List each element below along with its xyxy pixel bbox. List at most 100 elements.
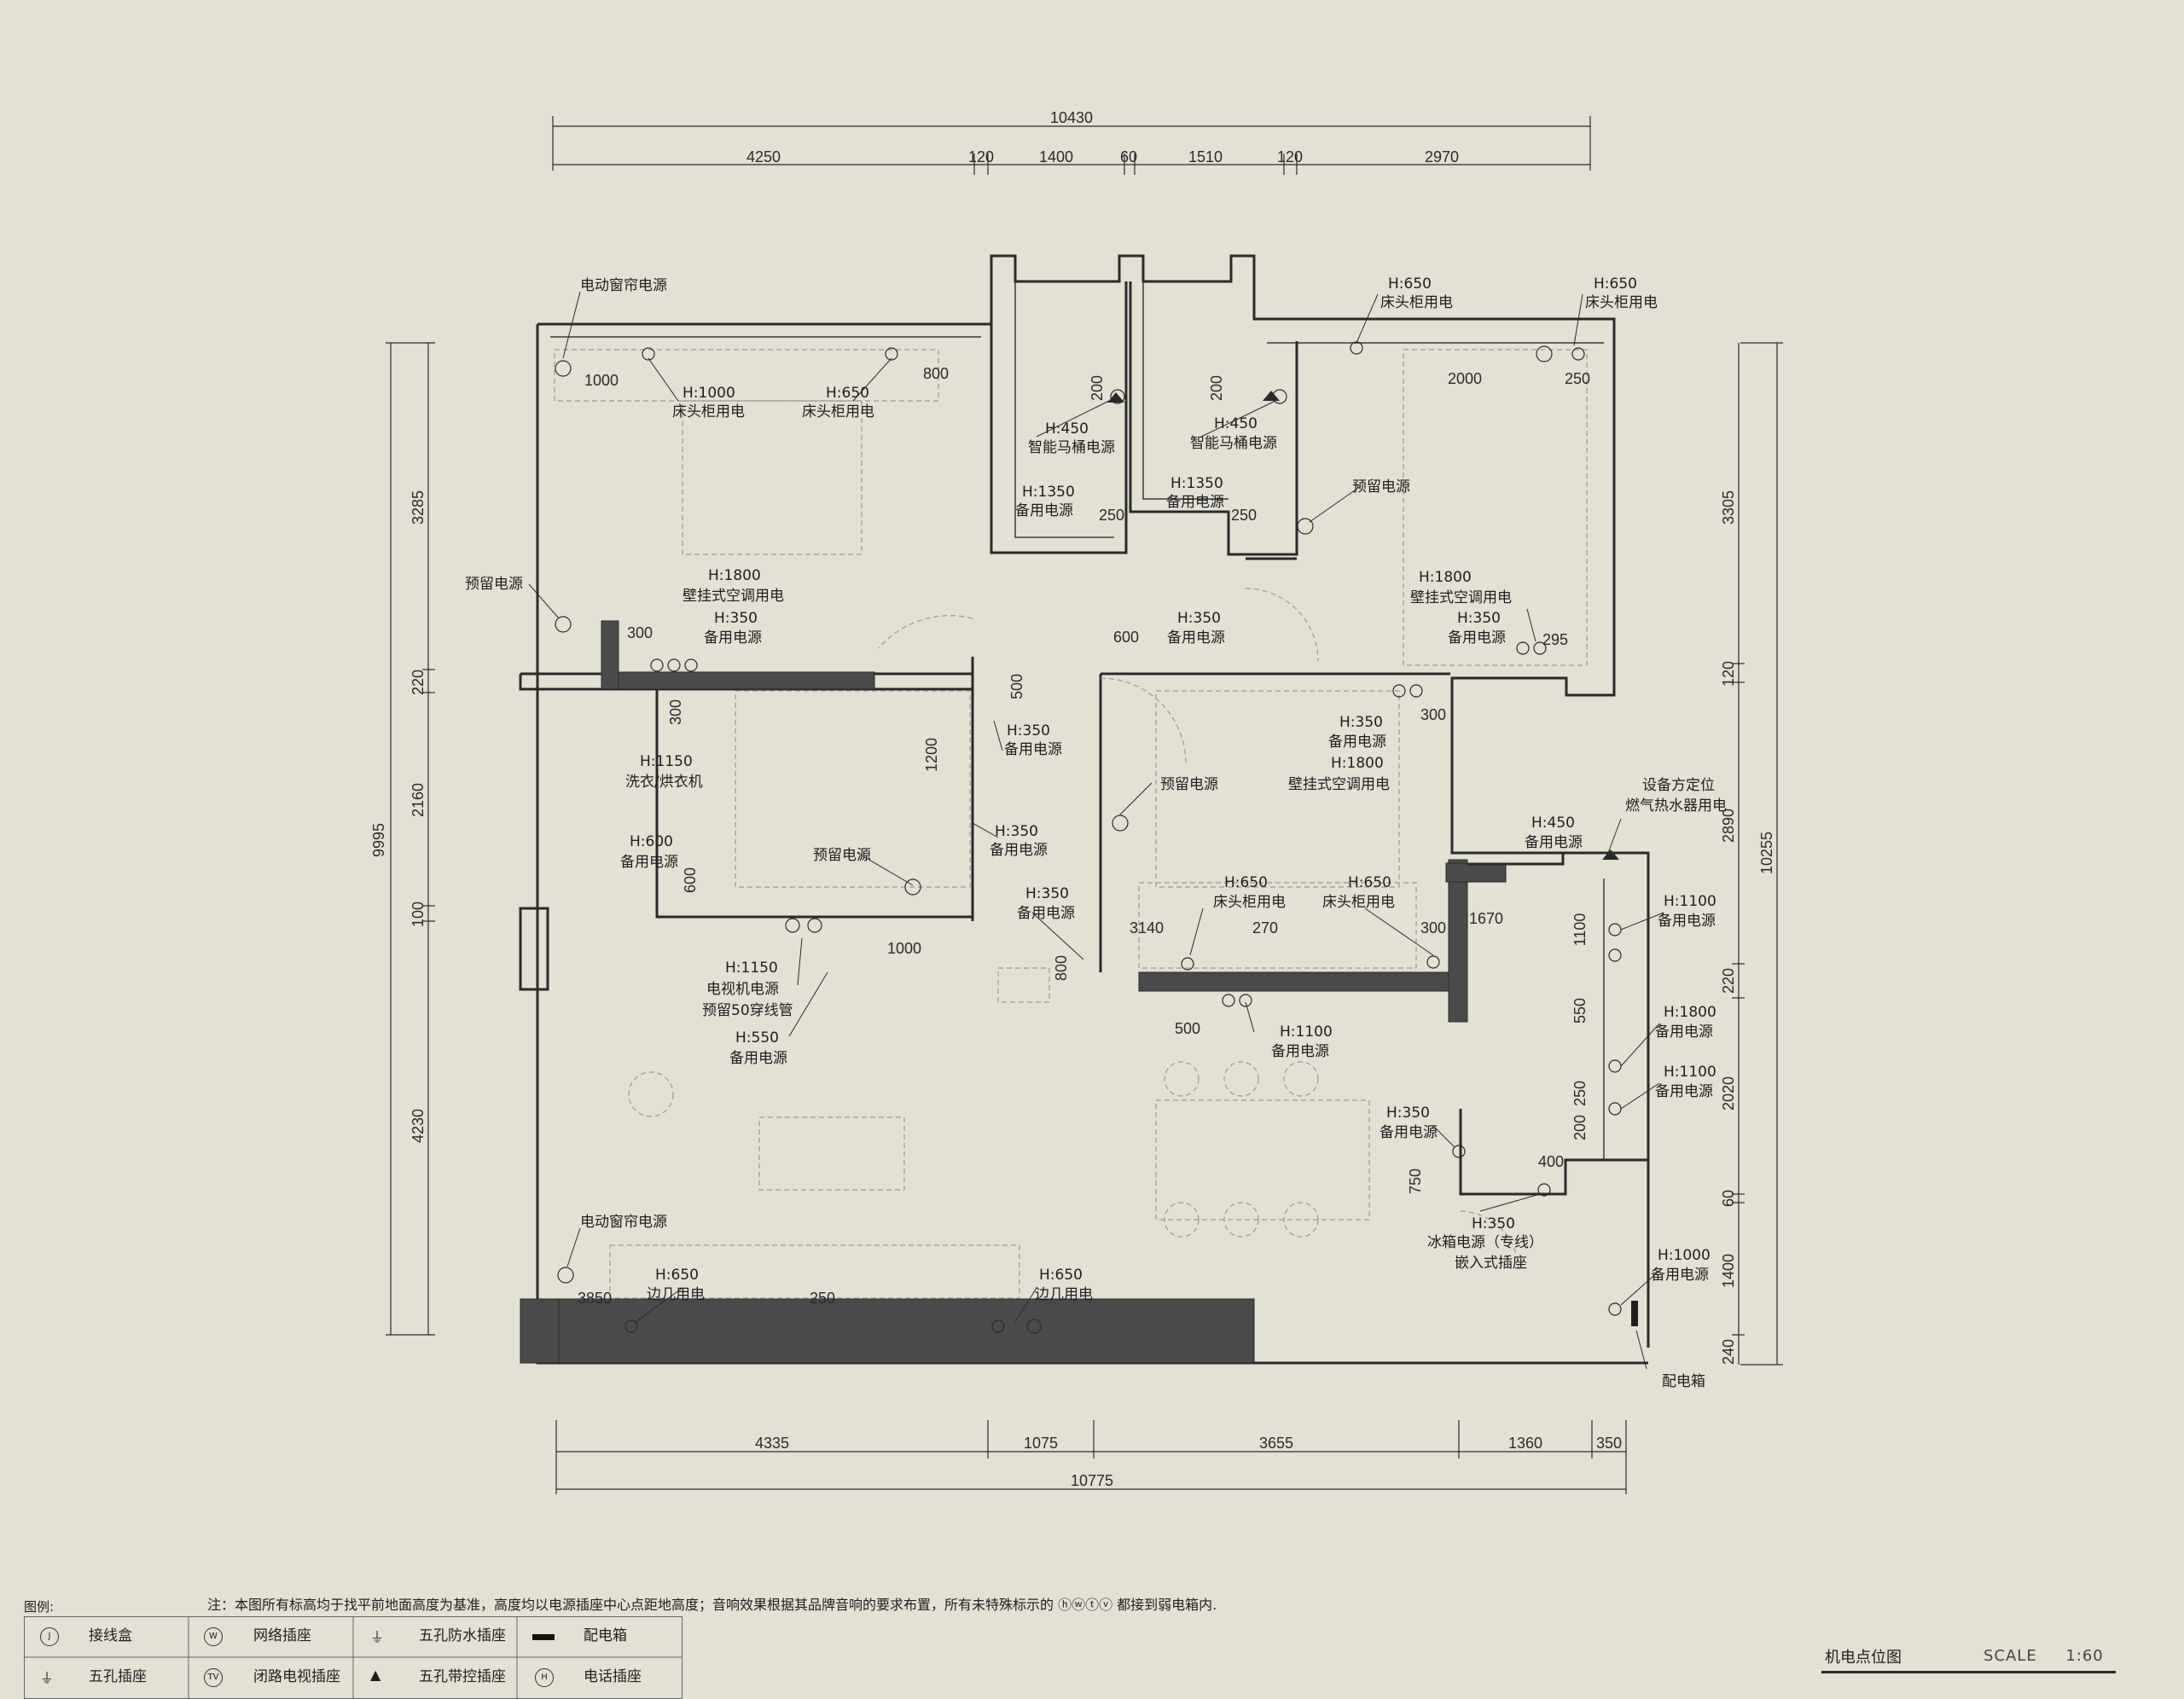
ann-h1100-c: H:1100 [1664,1064,1716,1081]
ann-h350-a: H:350 [714,610,758,627]
ann-h350-g: H:350 [1025,885,1069,902]
idim-29: 3850 [578,1290,612,1307]
top-dimensions: 10430 4250 120 1400 60 1510 120 2970 [552,109,1591,175]
legend-label-2: 五孔防水插座 [419,1627,506,1644]
idim-6: 250 [1099,507,1124,524]
ann-ac-c: 壁挂式空调用电 [1288,776,1390,793]
idim-0: 1000 [584,372,619,389]
ann-h350-b: H:350 [1177,610,1221,627]
dim-top-4: 1510 [1188,148,1223,165]
ann-h1000: H:1000 [682,385,735,402]
ann-ac-a: 壁挂式空调用电 [682,588,784,605]
idim-16: 800 [1053,955,1070,981]
dim-right-1: 120 [1720,661,1737,687]
five-hole-socket-icon: ⏚ [40,1670,55,1686]
idim-27: 400 [1538,1153,1564,1170]
ann-spare-p: 备用电源 [1655,1083,1713,1100]
annotations: 电动窗帘电源 H:1000 床头柜用电 H:650 床头柜用电 H:450 智能… [465,275,1727,1390]
idim-8: 300 [627,624,653,641]
ann-ac-b: 壁挂式空调用电 [1410,589,1512,606]
switched-socket-icon: ▲ [370,1667,381,1683]
ann-h650-e: H:650 [1348,874,1391,891]
ann-bedside-3: 床头柜用电 [1380,294,1453,311]
dim-bottom-0: 4335 [755,1435,789,1452]
legend-label-7: 电话插座 [584,1668,642,1685]
distribution-box-icon [532,1634,555,1640]
ann-curtain-top: 电动窗帘电源 [580,277,667,294]
legend-grid [25,1617,682,1698]
idim-30: 250 [810,1290,835,1307]
idim-20: 1670 [1469,910,1503,927]
dim-right-7: 240 [1720,1339,1737,1365]
bottom-dimensions: 4335 1075 3655 1360 350 10775 [555,1420,1627,1494]
ann-tv: 电视机电源 [706,981,779,998]
ann-spare-m: 备用电源 [729,1050,787,1067]
ann-h450-b: H:450 [1214,415,1258,432]
ann-toilet-b: 智能马桶电源 [1190,435,1277,452]
ann-h350-i: H:350 [1472,1215,1515,1232]
walls [519,254,1650,1365]
ann-h1800-d: H:1800 [1664,1004,1716,1021]
ann-side-a: 边几用电 [647,1286,705,1303]
furniture [554,349,1588,1299]
ann-conduit: 预留50穿线管 [702,1002,793,1019]
idim-10: 600 [1113,629,1139,646]
ann-spare-a: 备用电源 [1015,502,1073,519]
idim-2: 2000 [1448,370,1482,387]
ann-h350-d: H:350 [1007,722,1050,739]
ann-h450-a: H:450 [1045,420,1089,438]
ann-h600: H:600 [630,833,673,850]
ann-h650-d: H:650 [1224,874,1268,891]
dim-bottom-1: 1075 [1024,1435,1058,1452]
ann-h450-c: H:450 [1531,815,1575,832]
idim-15: 300 [1420,706,1446,723]
idim-19: 300 [1420,919,1446,936]
ann-curtain-bottom: 电动窗帘电源 [580,1214,667,1231]
dim-top-6: 2970 [1425,148,1459,165]
dim-right-0: 3305 [1720,490,1737,525]
dim-left-3: 100 [410,902,427,927]
ann-spare-d: 备用电源 [1167,629,1225,647]
ann-spare-o: 备用电源 [1655,1023,1713,1041]
dim-top-0: 4250 [746,148,781,165]
ann-h350-e: H:350 [1339,714,1383,731]
socket-symbols [555,341,1638,1334]
scale-word: SCALE [1984,1647,2037,1665]
general-note: 注：本图所有标高均于找平前地面高度为基准，高度均以电源插座中心点距地高度；音响效… [207,1597,1217,1613]
idim-26: 200 [1571,1115,1589,1140]
dim-top-5: 120 [1277,148,1303,165]
network-socket-icon: W [204,1627,223,1646]
ann-h650-f: H:650 [655,1267,699,1284]
dim-right-4: 2020 [1720,1076,1737,1110]
ann-h1000-b: H:1000 [1658,1247,1711,1264]
ann-h350-h: H:350 [1386,1105,1430,1122]
ann-h1150-b: H:1150 [725,960,778,977]
ann-spare-b: 备用电源 [1166,494,1224,511]
dim-left-total: 9995 [370,823,387,857]
dim-right-3: 220 [1720,968,1737,994]
drawing-title: 机电点位图 [1825,1649,1902,1667]
idim-17: 3140 [1130,919,1164,936]
ann-h1100-b: H:1100 [1280,1023,1333,1041]
ann-washer: 洗衣/烘衣机 [625,774,703,791]
ann-spare-q: 备用电源 [1380,1124,1438,1141]
ann-h1150-a: H:1150 [640,753,693,770]
junction-box-icon: J [40,1627,59,1646]
idim-7: 250 [1231,507,1257,524]
ann-device-pos: 设备方定位 [1642,777,1715,794]
ann-h650-c: H:650 [1594,275,1637,293]
phone-socket-icon: H [535,1668,554,1687]
dim-top-2: 1400 [1039,148,1073,165]
idim-13: 300 [667,699,684,725]
idim-11: 500 [1008,674,1025,699]
ann-h1350-a: H:1350 [1022,484,1075,501]
legend-label-6: 五孔带控插座 [419,1668,506,1685]
dim-top-3: 60 [1120,148,1137,165]
waterproof-socket-icon: ⏚ [370,1629,385,1645]
idim-23: 1100 [1571,913,1589,947]
ann-embedded: 嵌入式插座 [1455,1255,1527,1272]
tv-socket-icon: TV [204,1668,223,1687]
title-block: 机电点位图 SCALE 1:60 [1821,1642,2116,1676]
dim-left-1: 220 [410,670,427,695]
